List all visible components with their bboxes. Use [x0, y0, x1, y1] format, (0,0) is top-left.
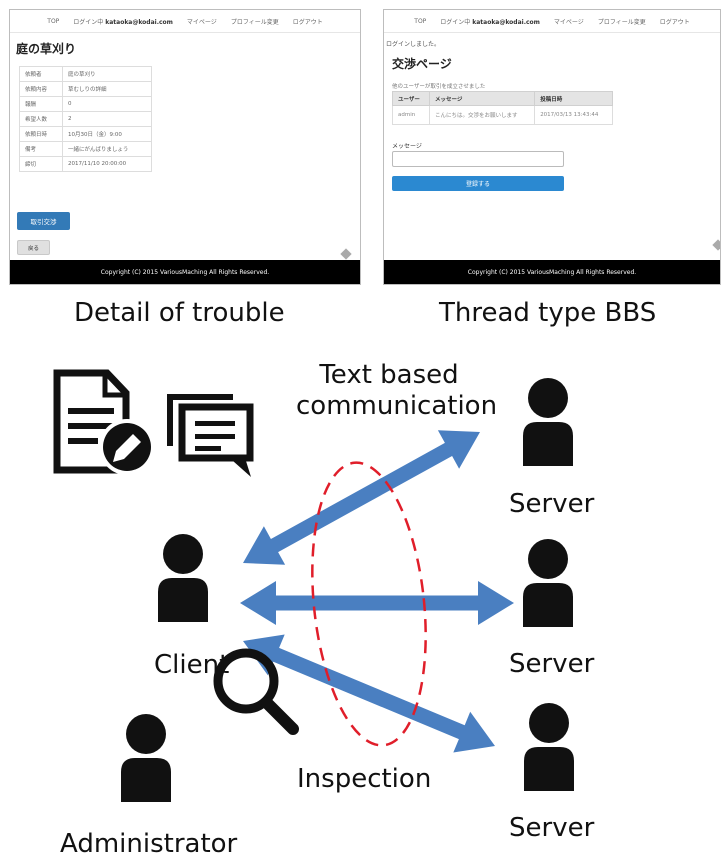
nav-mypage-link[interactable]: マイページ	[186, 18, 217, 26]
server-person-icon	[523, 378, 573, 466]
administrator-label: Administrator	[60, 829, 238, 859]
inspection-ellipse	[311, 461, 427, 747]
register-button[interactable]: 登録する	[392, 176, 564, 191]
administrator-person-icon	[121, 714, 171, 802]
chat-icon	[167, 394, 254, 477]
server-label: Server	[509, 489, 595, 519]
client-label: Client	[154, 650, 230, 680]
caption-detail: Detail of trouble	[74, 298, 285, 328]
login-message: ログインしました。	[386, 41, 441, 48]
thread-cell: こんにちは。交渉をお願いします	[428, 105, 536, 125]
message-label: メッセージ	[392, 143, 422, 150]
top-nav: TOP ログイン中 kataoka@kodai.com マイページ プロフィール…	[10, 10, 360, 33]
document-edit-icon	[53, 369, 155, 475]
thread-cell: 2017/03/13 13:43:44	[534, 105, 613, 125]
page-footer: Copyright (C) 2015 VariousMaching All Ri…	[384, 260, 720, 284]
top-nav: TOP ログイン中 kataoka@kodai.com マイページ プロフィール…	[384, 10, 720, 33]
info-row: 依頼内容草むしりの詳細	[19, 81, 152, 97]
nav-logout-link[interactable]: ログアウト	[292, 18, 323, 26]
info-value: 2017/11/10 20:00:00	[62, 156, 152, 172]
deal-notice: 他のユーザーが取引を成立させました	[392, 84, 486, 90]
nav-profile-link[interactable]: プロフィール変更	[597, 18, 646, 26]
server-person-icon	[524, 703, 574, 791]
caption-bbs: Thread type BBS	[439, 298, 657, 328]
arrow-group	[240, 430, 514, 753]
nav-top-link[interactable]: TOP	[414, 17, 427, 25]
back-button[interactable]: 戻る	[17, 240, 50, 255]
nav-logout-link[interactable]: ログアウト	[659, 18, 690, 26]
page-footer: Copyright (C) 2015 VariousMaching All Ri…	[10, 260, 360, 284]
negotiate-button[interactable]: 取引交渉	[17, 212, 70, 230]
thread-header-cell: 投稿日時	[534, 91, 613, 106]
communication-arrow	[243, 430, 480, 565]
server-person-icon	[523, 539, 573, 627]
page-title: 交渉ページ	[392, 57, 452, 71]
server-label: Server	[509, 813, 595, 843]
communication-arrow	[240, 581, 514, 625]
inspection-label: Inspection	[297, 764, 432, 794]
thread-bbs-screenshot: TOP ログイン中 kataoka@kodai.com マイページ プロフィール…	[383, 9, 721, 285]
message-input[interactable]	[392, 151, 564, 167]
nav-profile-link[interactable]: プロフィール変更	[230, 18, 279, 26]
page-title: 庭の草刈り	[16, 42, 77, 56]
thread-header-cell: メッセージ	[428, 91, 536, 106]
nav-mypage-link[interactable]: マイページ	[553, 18, 584, 26]
communication-arrow	[243, 634, 495, 753]
trouble-detail-screenshot: TOP ログイン中 kataoka@kodai.com マイページ プロフィール…	[9, 9, 361, 285]
communication-label: Text based communication	[296, 360, 498, 422]
nav-login-status: ログイン中 kataoka@kodai.com	[440, 18, 540, 26]
server-label: Server	[509, 649, 595, 679]
thread-header-cell: ユーザー	[392, 91, 430, 106]
client-person-icon	[158, 534, 208, 622]
nav-login-status: ログイン中 kataoka@kodai.com	[73, 18, 173, 26]
search-icon	[213, 648, 299, 735]
info-key: 締切	[19, 156, 63, 172]
nav-top-link[interactable]: TOP	[47, 17, 60, 25]
